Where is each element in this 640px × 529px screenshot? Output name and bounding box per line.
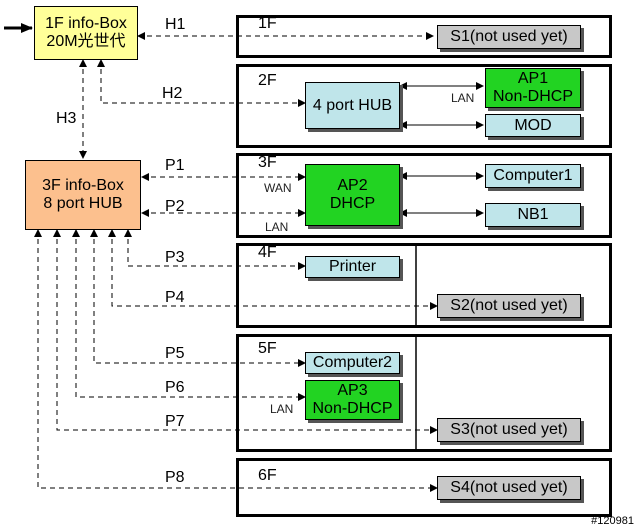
ap3-node: AP3 Non-DHCP [305, 380, 400, 420]
hub-4-port: 4 port HUB [305, 82, 400, 129]
floor-label-5f: 5F [258, 340, 277, 357]
floor-label-6f: 6F [258, 467, 277, 484]
computer1-node: Computer1 [485, 164, 581, 188]
link-label-p7: P7 [165, 413, 185, 430]
link-label-h1: H1 [165, 16, 186, 33]
ap1-line1: AP1 [517, 70, 549, 87]
ap3-line1: AP3 [337, 382, 368, 399]
computer2-label: Computer2 [312, 354, 393, 371]
ap3-line2: Non-DHCP [312, 400, 393, 417]
socket-s3-label: S3(not used yet) [450, 421, 568, 438]
link-label-p2: P2 [165, 198, 185, 215]
floor-label-2f: 2F [258, 72, 277, 89]
info-box-3f-line2: 8 port HUB [43, 195, 123, 212]
socket-s4-label: S4(not used yet) [450, 479, 568, 496]
floor-label-1f: 1F [258, 15, 277, 32]
port-label-ap1-lan: LAN [451, 91, 475, 105]
link-label-p8: P8 [165, 469, 185, 486]
socket-s4: S4(not used yet) [437, 476, 581, 500]
ap2-line1: AP2 [337, 177, 368, 194]
socket-s1-label: S1(not used yet) [450, 28, 568, 45]
ap1-node: AP1 Non-DHCP [485, 68, 581, 108]
port-label-ap2-lan: LAN [265, 220, 289, 234]
mod-label: MOD [514, 116, 552, 134]
ap2-node: AP2 DHCP [305, 164, 400, 226]
nb1-label: NB1 [517, 206, 549, 223]
port-label-ap2-wan: WAN [264, 181, 292, 195]
info-box-1f: 1F info-Box 20M光世代 [34, 6, 138, 60]
info-box-1f-line1: 1F info-Box [45, 15, 127, 32]
socket-s3: S3(not used yet) [437, 418, 581, 442]
watermark-id: #120981 [591, 515, 634, 527]
hub-4-port-label: 4 port HUB [312, 96, 393, 114]
info-box-3f-line1: 3F info-Box [42, 177, 124, 194]
link-label-p3: P3 [165, 249, 185, 266]
socket-s2: S2(not used yet) [437, 294, 581, 318]
link-label-p4: P4 [165, 289, 185, 306]
nb1-node: NB1 [485, 203, 581, 227]
computer2-node: Computer2 [305, 352, 400, 374]
floor-label-4f: 4F [258, 244, 277, 261]
mod-node: MOD [485, 114, 581, 137]
socket-s2-label: S2(not used yet) [450, 297, 568, 314]
port-label-ap3-lan: LAN [270, 402, 294, 416]
printer-node: Printer [305, 256, 400, 278]
link-p3 [124, 229, 306, 270]
socket-s1: S1(not used yet) [437, 25, 581, 49]
info-box-1f-line2: 20M光世代 [46, 33, 126, 50]
link-label-p1: P1 [165, 157, 185, 174]
floor-label-3f: 3F [258, 154, 277, 171]
link-label-p6: P6 [165, 379, 185, 396]
link-label-h2: H2 [162, 85, 183, 102]
ap2-line2: DHCP [329, 195, 376, 212]
ap1-line2: Non-DHCP [492, 88, 573, 105]
link-label-p5: P5 [165, 345, 185, 362]
computer1-label: Computer1 [493, 167, 573, 184]
info-box-3f: 3F info-Box 8 port HUB [25, 160, 141, 230]
link-label-h3: H3 [56, 110, 77, 127]
link-p8 [34, 229, 438, 492]
printer-label: Printer [328, 258, 377, 275]
